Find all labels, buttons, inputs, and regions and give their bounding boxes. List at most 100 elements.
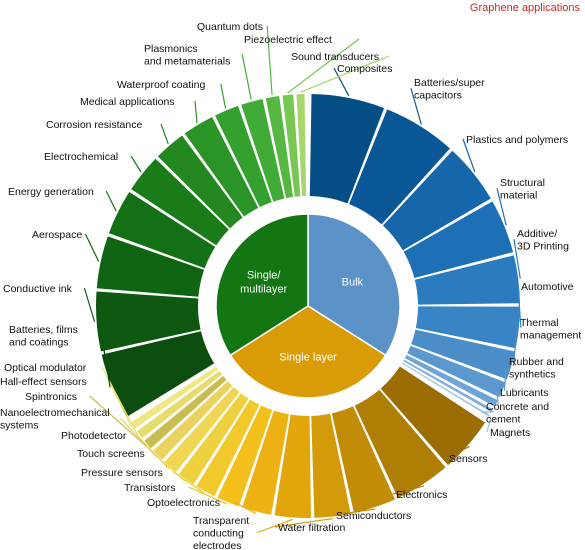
outer-segment-piezoelectric-effect [282,94,301,197]
leader-line-corrosion-resistance [160,123,169,145]
outer-label-aerospace: Aerospace [32,229,82,241]
outer-segment-quantum-dots [265,95,294,199]
outer-segment-batteries-films-and-coatings [101,331,215,417]
outer-segment-waterproof-coating [215,105,272,208]
outer-segment-semiconductors [331,406,395,513]
outer-segment-electronics [354,389,446,498]
leader-line-lubricants [496,391,499,405]
leader-line-batteries-films-and-coatings [101,335,111,388]
leader-line-electronics [392,485,425,495]
outer-label-additive-3d-printing: Additive/3D Printing [517,228,569,253]
leader-line-semiconductors [332,508,376,516]
outer-label-corrosion-resistance: Corrosion resistance [46,119,142,131]
leader-line-energy-generation [105,190,117,212]
outer-label-water-filtration: Water filtration [278,522,345,534]
outer-segment-thermal-management [411,329,516,380]
chart-title: Graphene applications [470,2,581,14]
outer-segment-aerospace [96,236,205,297]
outer-label-medical-applications: Medical applications [80,96,175,108]
outer-label-piezoelectric-effect: Piezoelectric effect [244,34,332,46]
inner-label-bulk: Bulk [342,277,364,289]
outer-label-quantum-dots: Quantum dots [197,21,263,33]
leader-line-structural-material [496,188,507,226]
outer-segment-optical-modulator [130,366,219,429]
outer-segment-sensors [380,366,486,466]
outer-segment-spintronics [144,375,227,449]
leader-line-waterproof-coating [220,83,227,109]
outer-label-energy-generation: Energy generation [8,186,94,198]
outer-label-hall-effect-sensors: Hall-effect sensors [0,376,87,388]
outer-label-touch-screens: Touch screens [77,448,145,460]
inner-slice-single-multilayer [215,213,309,357]
outer-label-lubricants: Lubricants [500,387,548,399]
leader-line-magnets [486,416,492,433]
outer-segment-additive-3d-printing [414,255,520,305]
leader-line-hall-effect-sensors [108,380,139,437]
outer-label-conductive-ink: Conductive ink [3,283,73,295]
leader-line-optoelectronics [233,501,257,515]
outer-segment-energy-generation [108,191,216,269]
outer-segment-magnets [401,362,490,417]
outer-segment-plasmonics-and-metamaterials [241,98,285,202]
leader-line-composites [333,67,350,97]
leader-line-sensors [445,445,470,459]
outer-segment-electrochemical [131,158,229,246]
outer-label-transistors: Transistors [124,482,176,494]
outer-label-waterproof-coating: Waterproof coating [117,79,205,91]
leader-line-additive-3d-printing [513,239,521,279]
outer-label-spintronics: Spintronics [25,391,77,403]
leader-line-optical-modulator [101,366,132,427]
outer-label-composites: Composites [337,63,392,75]
outer-segment-pressure-sensors [196,399,260,497]
outer-label-photodetector: Photodetector [61,430,127,442]
outer-ring [96,94,520,518]
leader-line-nanoelectromechanical-systems [120,417,157,458]
inner-slice-single-layer [229,305,387,399]
outer-segment-optoelectronics [242,410,289,515]
outer-segment-touch-screens [178,393,249,485]
leader-line-plasmonics-and-metamaterials [241,54,252,100]
inner-label-single-layer: Single layer [279,352,337,364]
outer-label-semiconductors: Semiconductors [336,510,411,522]
outer-segment-plastics-and-polymers [382,150,491,251]
leader-line-photodetector [136,434,170,470]
leader-line-medical-applications [194,100,198,124]
inner-label-single-multilayer: Single/multilayer [240,270,287,296]
outer-segment-nanoelectromechanical-systems [153,381,233,460]
outer-segment-hall-effect-sensors [136,371,223,439]
leader-line-aerospace [84,233,100,262]
leader-line-transistors [188,486,228,505]
outer-label-pressure-sensors: Pressure sensors [81,467,163,479]
outer-segment-medical-applications [184,116,259,217]
leader-line-piezoelectric-effect [287,38,360,94]
leader-line-electrochemical [130,155,142,173]
leader-line-quantum-dots [266,25,273,96]
outer-segment-batteries-super-capacitors [349,109,450,225]
outer-label-optoelectronics: Optoelectronics [147,497,220,509]
leader-line-thermal-management [512,328,518,367]
outer-label-magnets: Magnets [490,427,530,439]
outer-segment-automotive [415,306,520,349]
outer-segment-sound-transducers [296,94,307,197]
outer-segment-water-filtration [311,413,351,518]
leader-line-conductive-ink [83,287,96,322]
leader-line-batteries-super-capacitors [410,88,422,125]
leader-line-sound-transducers [300,55,390,93]
outer-segment-transistors [217,405,273,507]
outer-segment-corrosion-resistance [157,135,243,229]
outer-segment-rubber-and-synthetics [407,345,506,398]
outer-segment-conductive-ink [96,291,201,352]
outer-segment-composites [309,94,385,204]
